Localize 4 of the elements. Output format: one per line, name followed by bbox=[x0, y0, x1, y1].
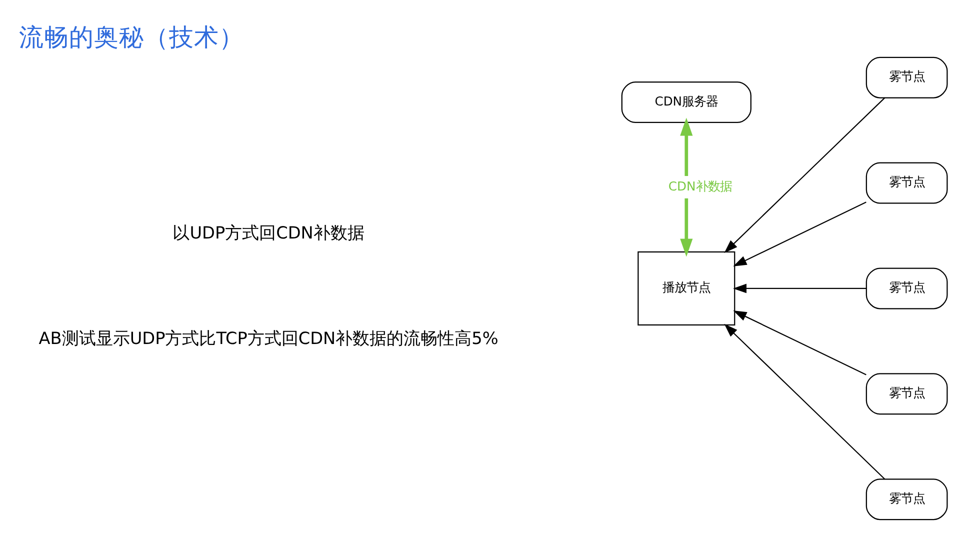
diagram-title: 流畅的奥秘（技术） bbox=[19, 22, 244, 52]
label: 以UDP方式回CDN补数据 bbox=[172, 222, 364, 242]
label: AB测试显示UDP方式比TCP方式回CDN补数据的流畅性高5% bbox=[38, 327, 498, 348]
edge-label: CDN补数据 bbox=[668, 178, 732, 193]
